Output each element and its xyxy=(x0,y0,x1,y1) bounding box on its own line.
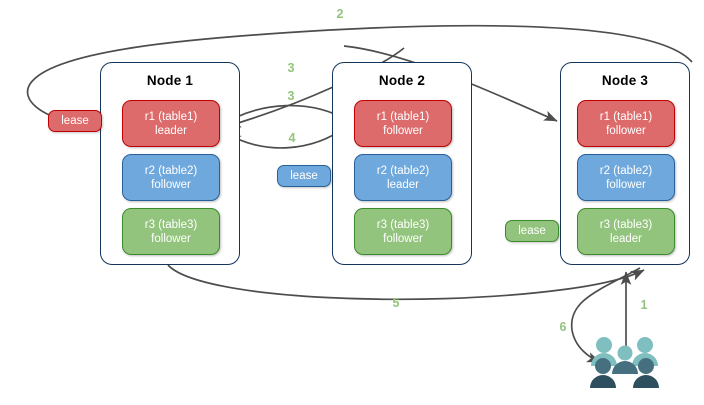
step-label-5: 5 xyxy=(392,296,400,310)
step-label-4: 4 xyxy=(288,131,296,145)
node-2-replica-r1-line1: r1 (table1) xyxy=(376,110,430,123)
node-2-container[interactable]: Node 2 r1 (table1) follower r2 (table2) … xyxy=(332,62,472,265)
step-label-2: 2 xyxy=(336,7,344,21)
node-2-replica-r3[interactable]: r3 (table3) follower xyxy=(354,208,452,255)
node-2-title: Node 2 xyxy=(378,73,426,88)
lease-chip-table2[interactable]: lease xyxy=(277,165,331,187)
node-3-title: Node 3 xyxy=(601,73,649,88)
node-1-replica-r3[interactable]: r3 (table3) follower xyxy=(122,208,220,255)
users-icon xyxy=(590,337,659,388)
node-2-replica-r2-line2: leader xyxy=(387,178,419,191)
edge-step-5 xyxy=(167,264,645,301)
node-1-replica-r2-line1: r2 (table2) xyxy=(144,164,198,177)
node-3-replica-r3-line1: r3 (table3) xyxy=(599,218,653,231)
node-1-replica-r1-line2: leader xyxy=(155,124,187,137)
step-label-3b: 3 xyxy=(287,89,295,103)
node-2-replica-r2[interactable]: r2 (table2) leader xyxy=(354,154,452,201)
node-2-replica-r1[interactable]: r1 (table1) follower xyxy=(354,100,452,147)
node-3-replica-r1[interactable]: r1 (table1) follower xyxy=(577,100,675,147)
node-3-container[interactable]: Node 3 r1 (table1) follower r2 (table2) … xyxy=(560,62,690,265)
node-3-replica-r2[interactable]: r2 (table2) follower xyxy=(577,154,675,201)
node-1-replica-r2-line2: follower xyxy=(151,178,191,191)
edge-step-3-lower xyxy=(221,104,348,126)
node-2-replica-r3-line2: follower xyxy=(383,232,423,245)
node-1-replica-r1[interactable]: r1 (table1) leader xyxy=(122,100,220,147)
lease-chip-table3[interactable]: lease xyxy=(505,220,559,242)
node-2-replica-r3-line1: r3 (table3) xyxy=(376,218,430,231)
node-3-replica-r3-line2: leader xyxy=(610,232,642,245)
node-3-replica-r1-line1: r1 (table1) xyxy=(599,110,653,123)
node-3-replica-r3[interactable]: r3 (table3) leader xyxy=(577,208,675,255)
node-2-replica-r2-line1: r2 (table2) xyxy=(376,164,430,177)
node-1-container[interactable]: Node 1 r1 (table1) leader r2 (table2) fo… xyxy=(100,62,240,265)
node-1-replica-r1-line1: r1 (table1) xyxy=(144,110,198,123)
node-1-title: Node 1 xyxy=(146,73,194,88)
node-2-replica-r1-line2: follower xyxy=(383,124,423,137)
node-3-replica-r1-line2: follower xyxy=(606,124,646,137)
client-users-group xyxy=(588,336,662,390)
node-1-replica-r2[interactable]: r2 (table2) follower xyxy=(122,154,220,201)
node-3-replica-r2-line2: follower xyxy=(606,178,646,191)
step-label-3a: 3 xyxy=(287,61,295,75)
step-label-6: 6 xyxy=(559,320,567,334)
lease-chip-table1[interactable]: lease xyxy=(48,110,102,132)
node-3-replica-r2-line1: r2 (table2) xyxy=(599,164,653,177)
node-1-replica-r3-line1: r3 (table3) xyxy=(144,218,198,231)
node-1-replica-r3-line2: follower xyxy=(151,232,191,245)
step-label-1: 1 xyxy=(640,298,648,312)
